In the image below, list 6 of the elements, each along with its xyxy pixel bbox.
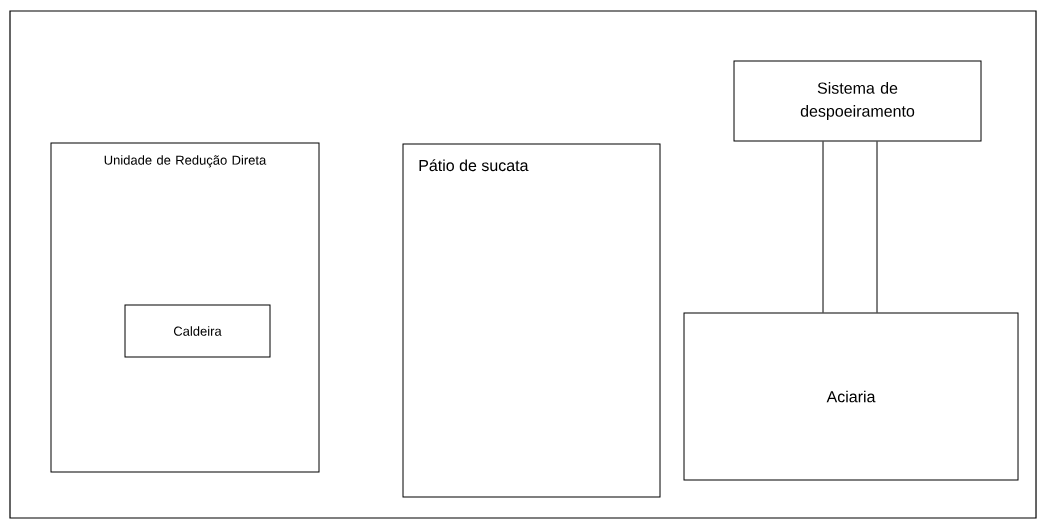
connector-line bbox=[822, 141, 824, 313]
box: Sistema de despoeiramento bbox=[733, 60, 982, 142]
box: Caldeira bbox=[124, 304, 271, 358]
connector-line bbox=[876, 141, 878, 313]
box: Aciaria bbox=[683, 312, 1019, 481]
box: Pátio de sucata bbox=[402, 143, 661, 498]
